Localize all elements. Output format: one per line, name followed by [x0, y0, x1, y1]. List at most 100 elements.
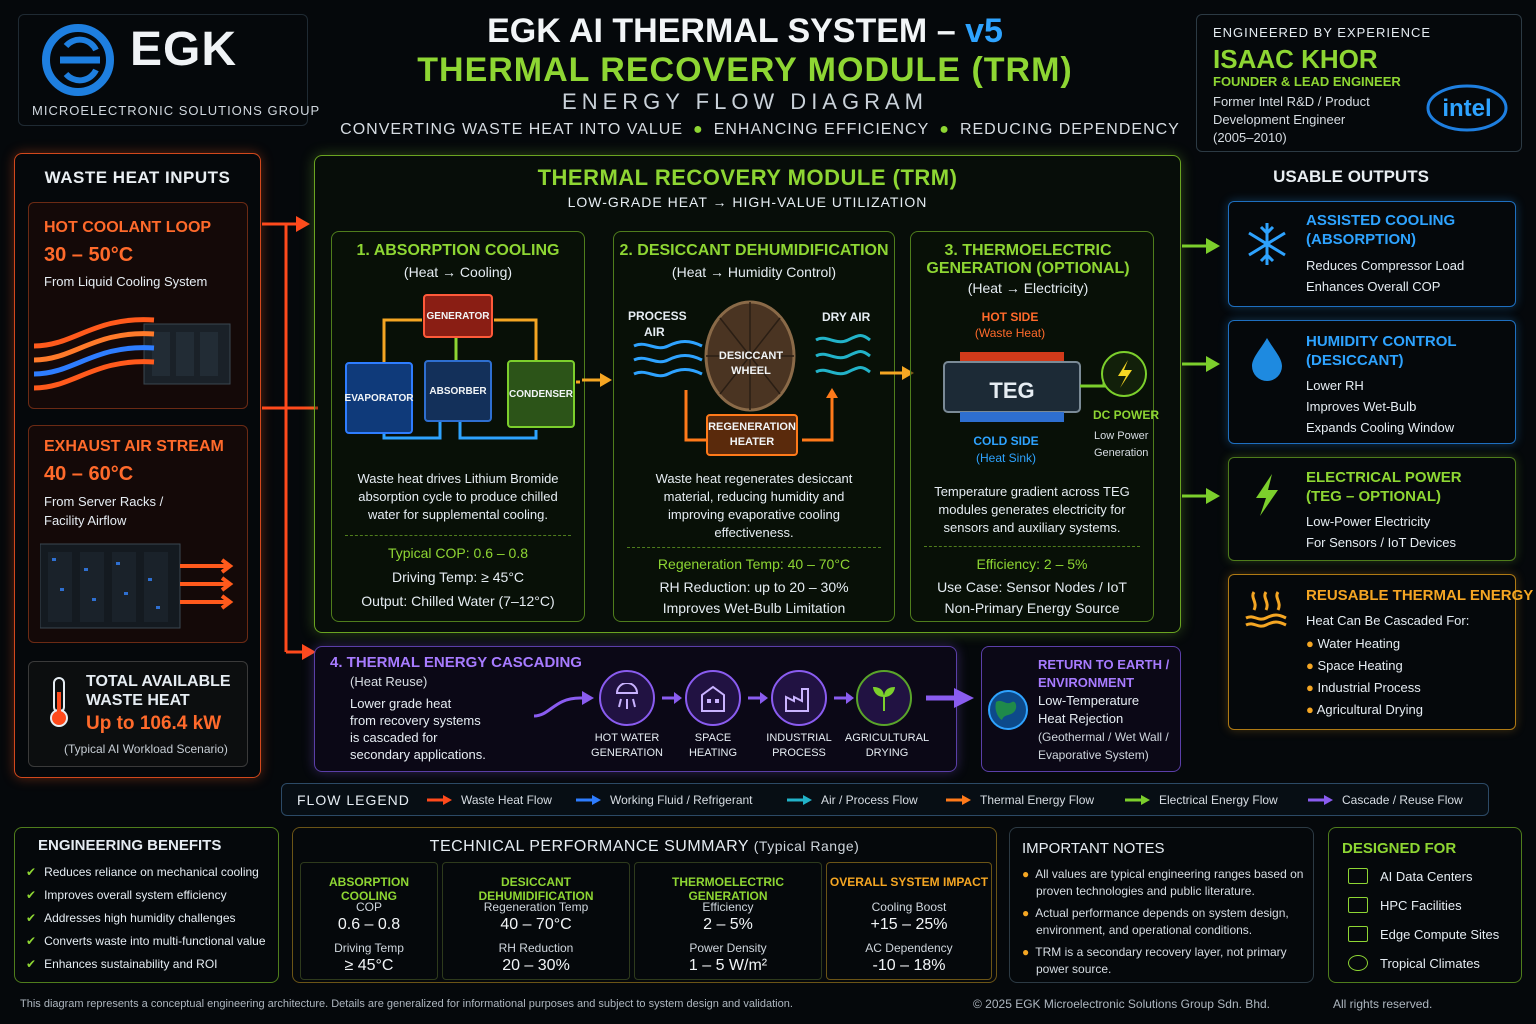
server-icon [1348, 897, 1368, 913]
legend-arrow-icon [427, 795, 452, 805]
legend-label: Waste Heat Flow [461, 793, 552, 807]
bullet-icon: ● [939, 121, 950, 138]
legend-item: Air / Process Flow [787, 793, 918, 807]
waste-heat-flow-arrows [262, 216, 318, 660]
server-racks-icon [40, 543, 234, 629]
generator-block: GENERATOR [423, 294, 493, 338]
thermal-flow-arrow [582, 373, 612, 387]
note-item: ●All values are typical engineering rang… [1022, 866, 1307, 900]
legend-item: Working Fluid / Refrigerant [576, 793, 753, 807]
cascade-item-line: HEATING [688, 747, 738, 759]
cascade-item-line: GENERATION [591, 747, 663, 759]
absorption-sub: (Heat → Cooling) [403, 264, 513, 280]
tech-col-value: 20 – 30% [502, 957, 570, 974]
earth-title-line: RETURN TO EARTH / [1038, 657, 1170, 672]
desiccant-stat-wetbulb: Improves Wet-Bulb Limitation [662, 600, 846, 616]
designed-title: DESIGNED FOR [1342, 840, 1457, 857]
legend-label: Working Fluid / Refrigerant [610, 793, 753, 807]
legend-item: Electrical Energy Flow [1125, 793, 1278, 807]
text-line: Enhances Overall COP [1306, 279, 1441, 294]
version-badge: v5 [965, 12, 1003, 50]
tech-col-value: ≥ 45°C [344, 957, 394, 974]
check-icon: ✔ [26, 934, 37, 948]
legend-arrow-icon [576, 795, 601, 805]
cascade-flow-arrows [533, 688, 974, 718]
teg-desc-line: modules generates electricity for [938, 502, 1126, 517]
benefit-item: ✔Enhances sustainability and ROI [26, 957, 218, 971]
bullet-icon: ● [1306, 636, 1318, 651]
regen-label-line: HEATER [729, 436, 775, 448]
evaporator-block: EVAPORATOR [345, 362, 413, 434]
space-heating-icon [685, 670, 741, 726]
list-item-text: Agricultural Drying [1316, 702, 1423, 717]
logo-text: EGK [130, 23, 238, 76]
exhaust-desc-line: Facility Airflow [44, 513, 127, 528]
hot-side-label: HOT SIDE (Waste Heat) [960, 309, 1060, 341]
tech-range: (Typical Range) [753, 838, 860, 854]
benefit-item: ✔Converts waste into multi-functional va… [26, 934, 266, 948]
output-thermal-intro: Heat Can Be Cascaded For: [1306, 613, 1470, 628]
earth-title-line: ENVIRONMENT [1038, 675, 1135, 690]
list-item-text: Space Heating [1317, 658, 1403, 673]
title-line: (ABSORPTION) [1306, 231, 1416, 248]
desiccant-desc-line: improving evaporative cooling [668, 507, 840, 522]
note-item: ●Actual performance depends on system de… [1022, 905, 1307, 939]
snowflake-icon [1248, 223, 1286, 265]
exhaust-title: EXHAUST AIR STREAM [44, 438, 224, 455]
process-air-line: PROCESS [628, 309, 687, 323]
water-drop-icon [1252, 338, 1282, 381]
earth-desc-line: (Geothermal / Wet Wall / [1038, 730, 1169, 744]
tagline-item: REDUCING DEPENDENCY [959, 121, 1180, 138]
list-item: ● Agricultural Drying [1306, 699, 1423, 721]
bullet-icon: ● [1022, 906, 1030, 920]
note-text: All values are typical engineering range… [1035, 867, 1304, 881]
cascade-item-line: INDUSTRIAL [766, 732, 832, 744]
text-line: Expands Cooling Window [1306, 420, 1455, 435]
teg-desc: Temperature gradient across TEG modules … [912, 483, 1152, 537]
tech-col-absorption [300, 862, 438, 980]
note-text: power source. [1036, 962, 1112, 976]
absorption-title: 1. ABSORPTION COOLING [356, 242, 560, 259]
designed-item: Tropical Climates [1380, 956, 1480, 971]
low-power-line: Generation [1094, 447, 1149, 459]
agricultural-drying-icon [856, 670, 912, 726]
engineer-bio: Former Intel R&D / Product Development E… [1213, 93, 1370, 147]
check-icon: ✔ [26, 911, 37, 925]
designed-item: HPC Facilities [1380, 898, 1462, 913]
legend-title: FLOW LEGEND [297, 792, 410, 808]
output-power-card [1228, 457, 1516, 561]
tech-col-value: 0.6 – 0.8 [337, 916, 401, 933]
coolant-title: HOT COOLANT LOOP [44, 219, 212, 236]
benefit-text: Enhances sustainability and ROI [44, 957, 218, 971]
bullet-icon: ● [1306, 702, 1317, 717]
module-title: THERMAL RECOVERY MODULE (TRM) [417, 51, 1073, 89]
tagline-item: CONVERTING WASTE HEAT INTO VALUE [340, 121, 684, 138]
text-line: For Sensors / IoT Devices [1306, 535, 1457, 550]
bullet-icon: ● [1306, 680, 1318, 695]
benefit-item: ✔Reduces reliance on mechanical cooling [26, 865, 259, 879]
desiccant-wheel-label: DESICCANT WHEEL [708, 344, 794, 384]
engineering-benefits-panel [14, 827, 279, 983]
benefit-text: Improves overall system efficiency [44, 888, 227, 902]
waste-heat-inputs-panel [14, 153, 261, 778]
main-title: EGK AI THERMAL SYSTEM – v5 [330, 12, 1160, 51]
footer-disclaimer: This diagram represents a conceptual eng… [20, 998, 793, 1010]
legend-item: Waste Heat Flow [427, 793, 552, 807]
legend-item: Cascade / Reuse Flow [1308, 793, 1463, 807]
exhaust-temp: 40 – 60°C [44, 463, 134, 485]
tech-col-overall [826, 862, 992, 980]
tagline-item: ENHANCING EFFICIENCY [713, 121, 930, 138]
benefits-title: ENGINEERING BENEFITS [38, 837, 222, 854]
thermometer-icon [50, 677, 68, 727]
desiccant-stat-rh: RH Reduction: up to 20 – 30% [659, 579, 849, 595]
low-power-label: Low Power Generation [1094, 428, 1148, 462]
cold-side-line: (Heat Sink) [975, 451, 1037, 465]
earth-title: RETURN TO EARTH / ENVIRONMENT [1038, 656, 1169, 692]
engineer-role: FOUNDER & LEAD ENGINEER [1213, 74, 1401, 89]
tech-col-value: 2 – 5% [703, 916, 753, 933]
coolant-pipes-icon [34, 317, 231, 391]
tech-col-value: 1 – 5 W/m² [688, 957, 768, 974]
absorption-stat-temp: Driving Temp: ≥ 45°C [391, 569, 525, 585]
